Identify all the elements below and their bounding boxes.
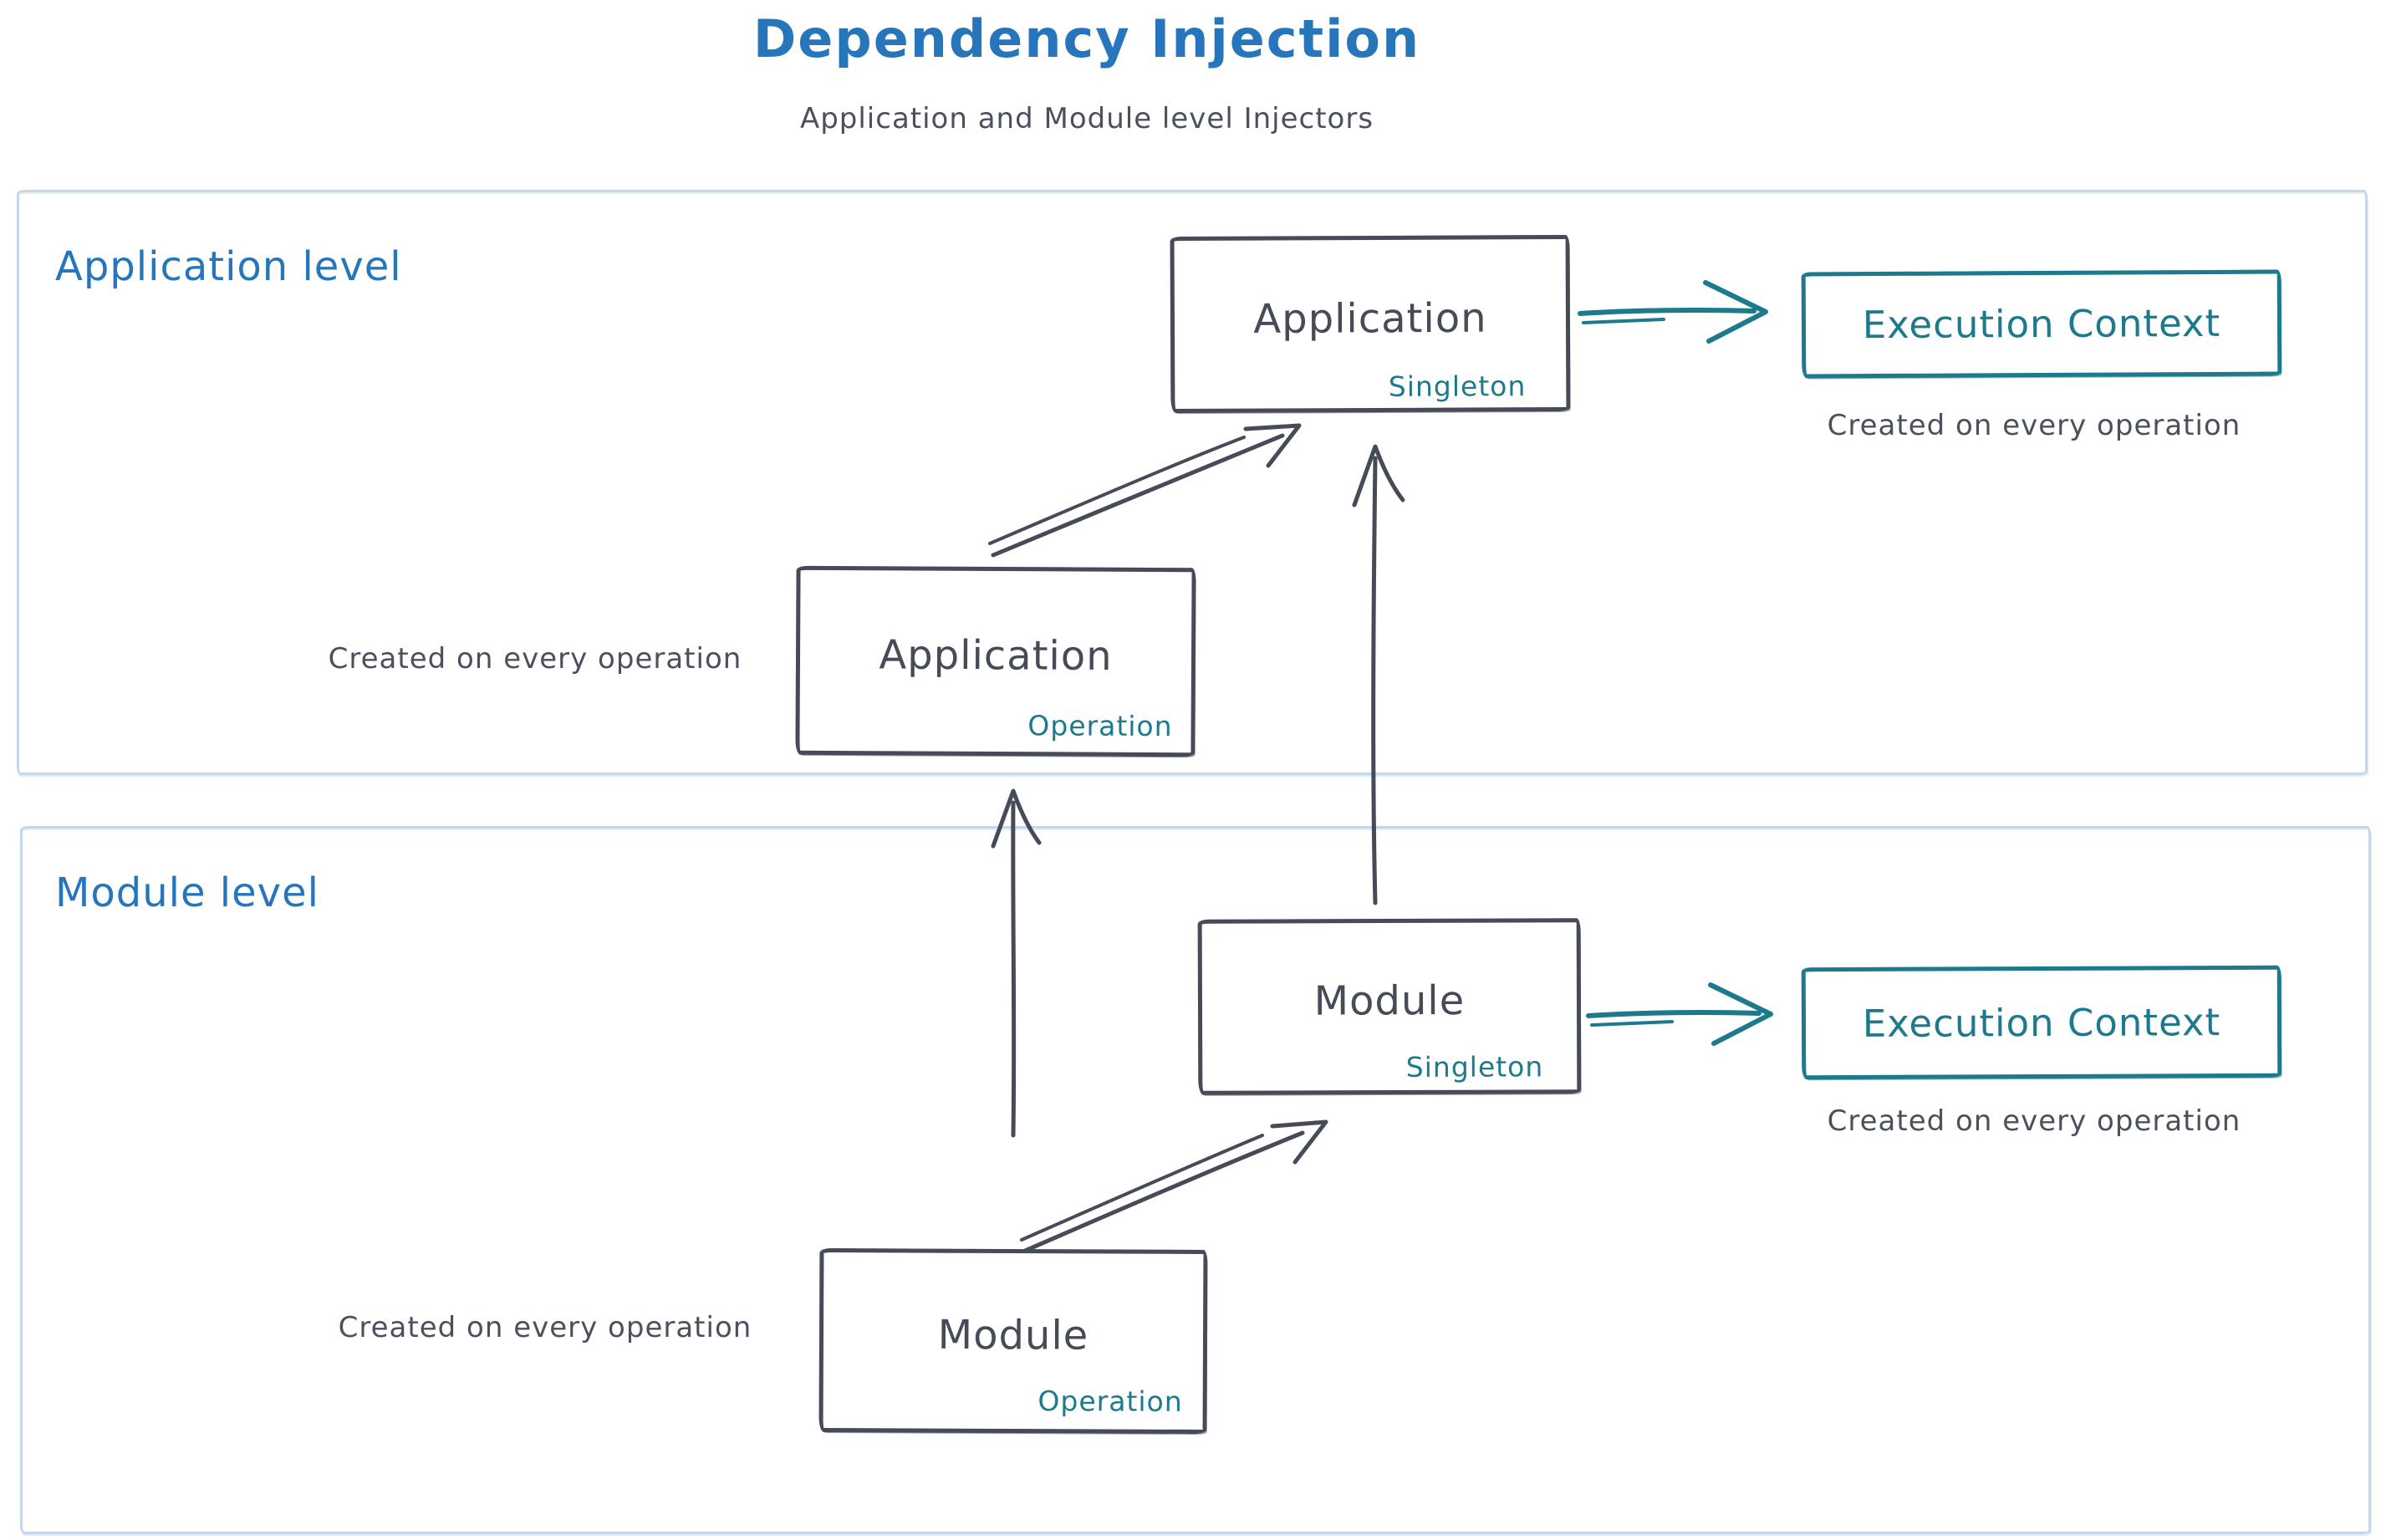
injector-name: Application: [1253, 294, 1487, 343]
module-execution-context-box: Execution Context: [1801, 965, 2282, 1080]
application-level-frame: [17, 190, 2368, 775]
module-operation-box: Module Operation: [818, 1247, 1208, 1435]
module-exec-caption: Created on every operation: [1827, 1104, 2241, 1138]
page-title: Dependency Injection: [752, 8, 1421, 69]
injector-name: Module: [1313, 977, 1466, 1025]
page-subtitle: Application and Module level Injectors: [799, 102, 1374, 135]
injector-scope-label: Operation: [1038, 1384, 1183, 1418]
application-exec-caption: Created on every operation: [1827, 409, 2241, 442]
application-operation-box: Application Operation: [795, 565, 1196, 757]
injector-name: Module: [937, 1311, 1089, 1359]
application-singleton-box: Application Singleton: [1170, 234, 1571, 414]
application-execution-context-box: Execution Context: [1801, 269, 2282, 379]
application-level-label: Application level: [55, 243, 402, 290]
module-level-frame: [20, 826, 2371, 1534]
injector-scope-label: Singleton: [1388, 370, 1527, 403]
execution-context-label: Execution Context: [1862, 999, 2221, 1046]
injector-scope-label: Operation: [1027, 709, 1173, 743]
injector-name: Application: [879, 631, 1113, 681]
execution-context-label: Execution Context: [1862, 300, 2221, 348]
module-singleton-box: Module Singleton: [1197, 918, 1582, 1095]
application-operation-caption: Created on every operation: [328, 642, 742, 676]
module-level-label: Module level: [55, 869, 319, 916]
module-operation-caption: Created on every operation: [338, 1311, 752, 1344]
injector-scope-label: Singleton: [1405, 1050, 1544, 1084]
